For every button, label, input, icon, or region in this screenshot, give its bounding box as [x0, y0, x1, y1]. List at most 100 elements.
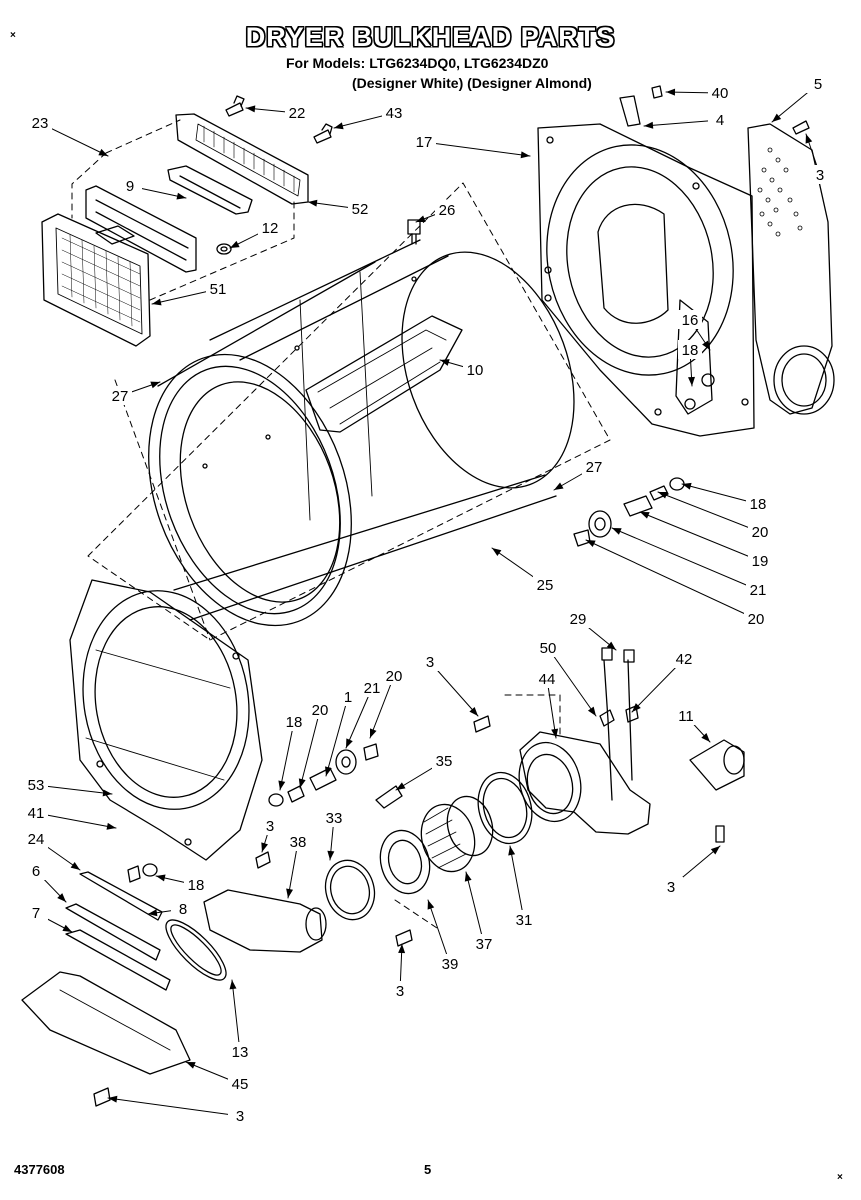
callout-arrowhead	[554, 482, 564, 490]
callout-arrowhead	[427, 900, 435, 910]
callout-label: 50	[540, 640, 557, 657]
callout-leader-line	[681, 483, 759, 505]
callout-arrowhead	[520, 151, 530, 159]
callout-label-backdrop	[418, 652, 442, 671]
callout-leader-line	[279, 721, 295, 791]
callout-label-backdrop	[412, 132, 436, 151]
callout-label: 41	[28, 805, 45, 822]
callout-label: 37	[476, 936, 493, 953]
callout-label: 1	[344, 689, 352, 706]
callout-arrowhead	[298, 778, 306, 788]
callout-label-backdrop	[566, 609, 590, 628]
callout-arrowhead	[688, 376, 695, 386]
callout-label-backdrop	[463, 360, 487, 379]
corner-mark-top: ×	[10, 30, 16, 41]
callout-label-backdrop	[336, 687, 360, 706]
callout-arrowhead	[710, 846, 720, 855]
callout-label-backdrop	[24, 775, 48, 794]
callout-arrowhead	[469, 706, 478, 716]
callout-arrowhead	[396, 782, 406, 790]
blower-assembly	[21, 647, 745, 1107]
callout-label: 20	[752, 524, 769, 541]
callout-arrowhead	[612, 528, 622, 535]
screw-43	[313, 123, 333, 144]
callout-label: 20	[748, 611, 765, 628]
callout-label: 42	[676, 651, 693, 668]
callout-leader-line	[107, 1097, 241, 1117]
front-bulkhead	[69, 579, 263, 861]
callout-leader-line	[639, 511, 761, 562]
callout-label-backdrop	[708, 110, 732, 129]
callout-leader-line	[546, 678, 557, 739]
callout-arrowhead	[62, 924, 72, 932]
callout-label: 43	[386, 105, 403, 122]
callout-arrowhead	[246, 105, 256, 113]
callout-label-backdrop	[360, 678, 384, 697]
callout-label: 10	[467, 362, 484, 379]
callout-label: 52	[352, 201, 369, 218]
callout-label: 40	[712, 85, 729, 102]
corner-mark: ×	[837, 1172, 843, 1183]
callout-label: 44	[539, 671, 556, 688]
callout-arrowhead	[701, 733, 710, 742]
callout-label-backdrop	[286, 832, 310, 851]
callout-label: 17	[416, 134, 433, 151]
callout-leader-line	[325, 696, 349, 777]
callout-label-backdrop	[746, 580, 770, 599]
callout-arrowhead	[286, 888, 294, 898]
callout-leader-line	[369, 675, 395, 739]
callout-arrowhead	[666, 88, 676, 96]
callout-arrowhead	[346, 738, 353, 748]
callout-label: 20	[312, 702, 329, 719]
callout-label: 29	[570, 611, 587, 628]
callout-label-backdrop	[285, 103, 309, 122]
callout-arrowhead	[102, 789, 112, 797]
callout-leader-line	[35, 812, 117, 829]
callout-label-backdrop	[438, 954, 462, 973]
callout-arrowhead	[325, 766, 332, 776]
callout-label-backdrop	[748, 551, 772, 570]
callout-arrowhead	[148, 909, 158, 917]
callout-leader-line	[547, 647, 597, 717]
dashed-group-boundaries	[71, 119, 611, 931]
callout-label-backdrop	[118, 176, 142, 195]
callout-arrowhead	[308, 199, 318, 207]
callout-label-backdrop	[322, 808, 346, 827]
callout-label-backdrop	[746, 494, 770, 513]
callout-label: 27	[586, 459, 603, 476]
callout-arrowhead	[606, 641, 616, 650]
callout-label-backdrop	[533, 575, 557, 594]
callout-label: 22	[289, 105, 306, 122]
callout-arrowhead	[186, 1062, 196, 1069]
callout-label-backdrop	[308, 700, 332, 719]
callout-leader-line	[345, 687, 373, 749]
callout-arrowhead	[261, 842, 268, 852]
callout-arrowhead	[508, 846, 516, 856]
callout-label-backdrop	[184, 875, 208, 894]
callout-arrowhead	[176, 192, 186, 200]
callout-label-backdrop	[171, 899, 195, 918]
callout-label-backdrop	[282, 712, 306, 731]
callout-label-backdrop	[512, 910, 536, 929]
callout-label-backdrop	[28, 113, 52, 132]
callout-leader-line	[509, 845, 525, 921]
callout-arrowhead	[772, 113, 782, 122]
callout-label: 24	[28, 831, 45, 848]
callout-arrowhead	[369, 728, 377, 738]
callout-label-backdrop	[674, 706, 698, 725]
callout-arrowhead	[150, 381, 160, 389]
callout-arrowhead	[632, 703, 641, 712]
callout-arrowhead	[682, 482, 692, 490]
callout-leader-line	[657, 491, 761, 533]
callout-label: 12	[262, 220, 279, 237]
callout-label-backdrop	[348, 199, 372, 218]
callout-label-backdrop	[258, 816, 282, 835]
roller-parts-left	[127, 743, 379, 883]
callout-arrowhead	[278, 780, 286, 790]
colors-line: (Designer White) (Designer Almond)	[352, 75, 592, 91]
callout-label: 39	[442, 956, 459, 973]
callout-arrowhead	[70, 861, 80, 870]
